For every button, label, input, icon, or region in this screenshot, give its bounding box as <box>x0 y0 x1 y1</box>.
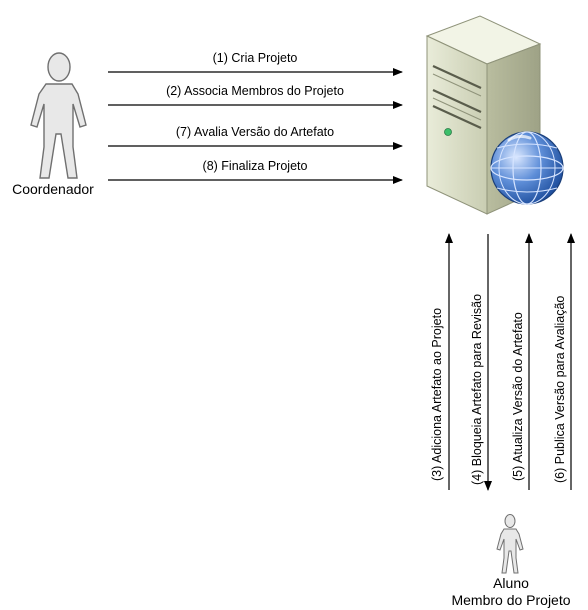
message-label: (1) Cria Projeto <box>213 51 298 65</box>
message-label: (3) Adiciona Artefato ao Projeto <box>430 308 444 481</box>
student-message-4: (4) Bloqueia Artefato para Revisão <box>470 234 492 491</box>
stick-figure-icon <box>30 52 87 179</box>
coordinator-name: Coordenador <box>12 181 94 197</box>
coordinator-message-2: (2) Associa Membros do Projeto <box>108 84 403 109</box>
server-with-globe-icon <box>425 15 564 215</box>
coordinator-message-1: (1) Cria Projeto <box>108 51 403 76</box>
student-role: Membro do Projeto <box>451 592 570 608</box>
coordinator-message-7: (7) Avalia Versão do Artefato <box>108 125 403 150</box>
student-message-3: (3) Adiciona Artefato ao Projeto <box>430 233 453 490</box>
student-name: Aluno <box>493 575 529 591</box>
message-label: (2) Associa Membros do Projeto <box>166 84 344 98</box>
student-message-5: (5) Atualiza Versão do Artefato <box>511 233 533 490</box>
message-label: (6) Publica Versão para Avaliação <box>553 296 567 483</box>
student-actor: Aluno Membro do Projeto <box>451 514 571 608</box>
message-label: (8) Finaliza Projeto <box>203 159 308 173</box>
stick-figure-icon <box>496 514 524 574</box>
student-message-6: (6) Publica Versão para Avaliação <box>553 233 575 490</box>
message-label: (5) Atualiza Versão do Artefato <box>511 312 525 481</box>
coordinator-message-8: (8) Finaliza Projeto <box>108 159 403 184</box>
globe-icon <box>490 131 564 205</box>
message-label: (7) Avalia Versão do Artefato <box>176 125 334 139</box>
message-label: (4) Bloqueia Artefato para Revisão <box>470 294 484 485</box>
coordinator-actor: Coordenador <box>12 52 94 197</box>
